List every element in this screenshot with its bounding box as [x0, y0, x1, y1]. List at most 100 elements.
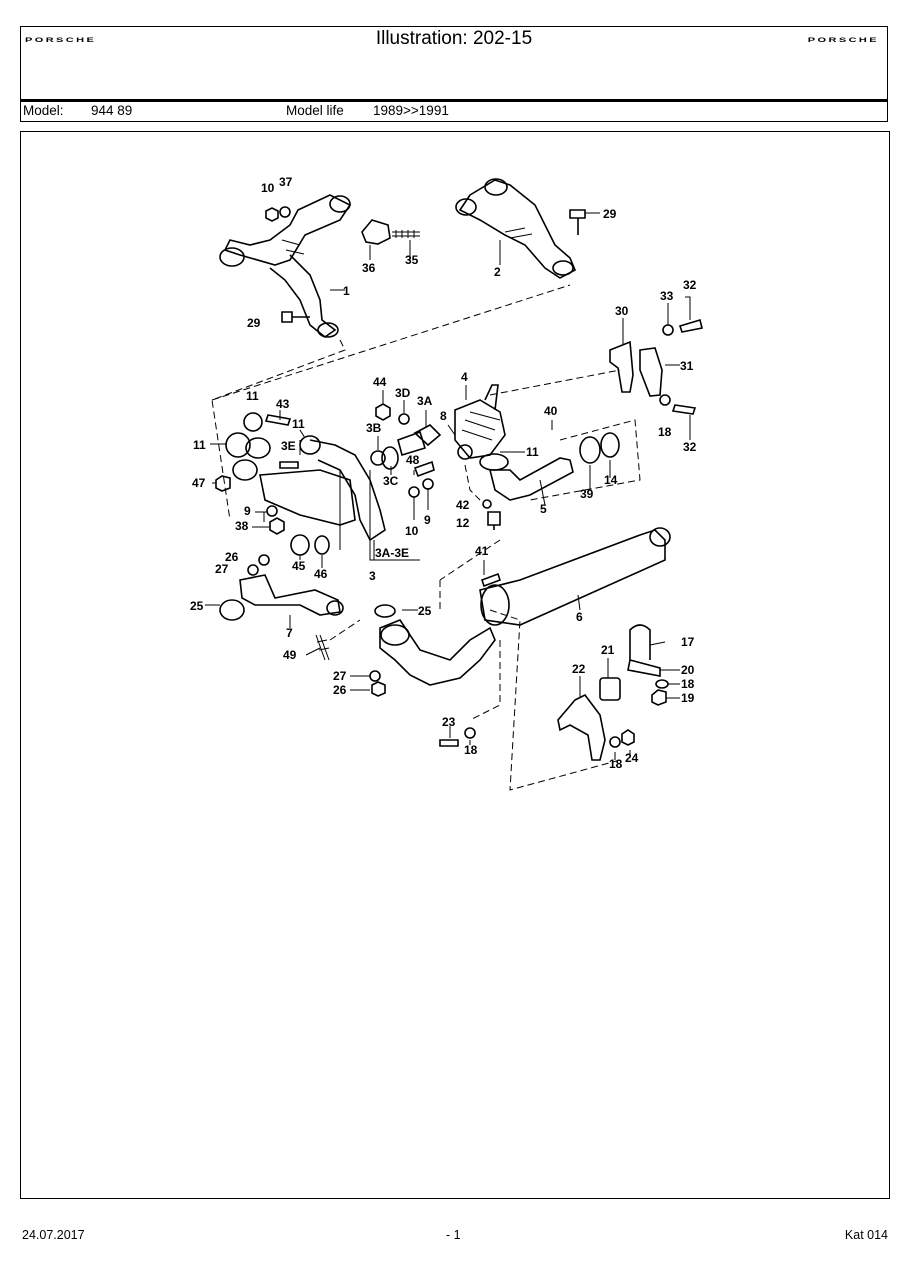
bushing-45 — [290, 534, 310, 556]
flange-3c — [381, 446, 399, 470]
model-label: Model: — [23, 103, 64, 118]
callout-44: 44 — [373, 375, 387, 389]
page-title: Illustration: 202-15 — [375, 28, 533, 49]
callout-26-bottom: 26 — [333, 683, 347, 697]
callout-6: 6 — [576, 610, 583, 624]
washer-27-bottom — [369, 670, 381, 682]
model-row: Model: 944 89 Model life 1989>>1991 — [21, 103, 887, 121]
bolt-12 — [487, 511, 501, 530]
callout-3a: 3A — [417, 394, 433, 408]
group-bracket — [339, 470, 420, 561]
bolt-32-lower — [671, 404, 697, 415]
front-pipe-part — [219, 574, 344, 621]
model-value: 944 89 — [91, 103, 133, 118]
heat-shield-31 — [639, 347, 663, 397]
flange-bracket-part — [361, 219, 391, 245]
intermediate-pipe-part — [464, 453, 574, 501]
callout-27-top: 27 — [215, 562, 229, 576]
washer-9 — [422, 478, 434, 490]
callout-9-mid: 9 — [424, 513, 431, 527]
bolt-41 — [480, 572, 502, 588]
callout-19: 19 — [681, 691, 695, 705]
nut-10 — [408, 486, 420, 498]
callout-48: 48 — [406, 453, 420, 467]
rubber-mount-21 — [599, 677, 621, 701]
callout-leaders — [205, 212, 691, 760]
callout-12: 12 — [456, 516, 470, 530]
callout-27-bottom: 27 — [333, 669, 347, 683]
callout-17: 17 — [681, 635, 695, 649]
callout-37: 37 — [279, 175, 293, 189]
callout-33: 33 — [660, 289, 674, 303]
callout-46: 46 — [314, 567, 328, 581]
callout-3: 3 — [369, 569, 376, 583]
nut-19 — [651, 689, 667, 706]
flange-3a — [413, 424, 442, 447]
nut-26-top — [258, 554, 270, 566]
callout-5: 5 — [540, 502, 547, 516]
porsche-logo-left: PORSCHE — [25, 37, 97, 44]
callout-31: 31 — [680, 359, 694, 373]
callout-26-top: 26 — [225, 550, 239, 564]
model-life-label: Model life — [286, 103, 344, 118]
header-divider — [21, 99, 887, 102]
nut-3d — [398, 413, 410, 425]
callout-25-right: 25 — [418, 604, 432, 618]
callout-10: 10 — [261, 181, 275, 195]
callout-11-d: 11 — [526, 445, 539, 459]
callout-29-right: 29 — [603, 207, 617, 221]
callout-30: 30 — [615, 304, 629, 318]
callout-18-bottom: 18 — [609, 757, 623, 771]
washer-18-bolt — [464, 727, 476, 739]
stud-bolt-part — [392, 230, 420, 238]
front-manifold-part — [219, 194, 352, 338]
callout-36: 36 — [362, 261, 376, 275]
rear-pipe-part — [374, 604, 496, 686]
nut-26-bottom — [371, 681, 386, 697]
callout-11-b: 11 — [292, 417, 305, 431]
callout-1: 1 — [343, 284, 350, 298]
stud-49 — [315, 634, 330, 661]
u-bolt-17 — [629, 624, 651, 660]
callout-10-mid: 10 — [405, 524, 419, 538]
diagram-frame — [20, 131, 890, 1199]
washer-33 — [662, 324, 674, 336]
leader-lines-mid — [529, 419, 641, 501]
callout-43: 43 — [276, 397, 290, 411]
callout-11-c: 11 — [193, 438, 206, 452]
callout-25-left: 25 — [190, 599, 204, 613]
leader-lines-lower — [329, 539, 621, 791]
bolt-43 — [264, 414, 292, 426]
callout-39: 39 — [580, 487, 594, 501]
callout-4: 4 — [461, 370, 468, 384]
control-valve-part — [454, 384, 506, 460]
nut-38 — [269, 517, 285, 535]
callout-24: 24 — [625, 751, 639, 765]
nut-top-left — [265, 207, 279, 222]
callout-38: 38 — [235, 519, 249, 533]
washer-top-left — [279, 206, 291, 218]
callout-3b: 3B — [366, 421, 382, 435]
pipe-piece — [397, 430, 427, 457]
callout-18-right: 18 — [658, 425, 672, 439]
callout-22: 22 — [572, 662, 586, 676]
callout-8: 8 — [440, 409, 447, 423]
washer-27-top — [247, 564, 259, 576]
gasket-3b — [370, 450, 386, 466]
muffler-part — [479, 527, 671, 626]
bolt-left — [281, 311, 310, 323]
callout-18-bolt: 18 — [464, 743, 478, 757]
bracket-30 — [609, 340, 634, 393]
callout-23: 23 — [442, 715, 456, 729]
callout-14: 14 — [604, 473, 618, 487]
callout-45: 45 — [292, 559, 306, 573]
bolt-3e — [279, 461, 299, 469]
callout-20: 20 — [681, 663, 695, 677]
bolt-32-top — [678, 318, 703, 333]
washer-9-left — [266, 505, 278, 517]
washer-18-hanger — [655, 679, 669, 689]
nut-44 — [375, 403, 391, 421]
gasket-46 — [314, 535, 330, 555]
callout-32-top: 32 — [683, 278, 697, 292]
washer-42 — [482, 499, 492, 509]
